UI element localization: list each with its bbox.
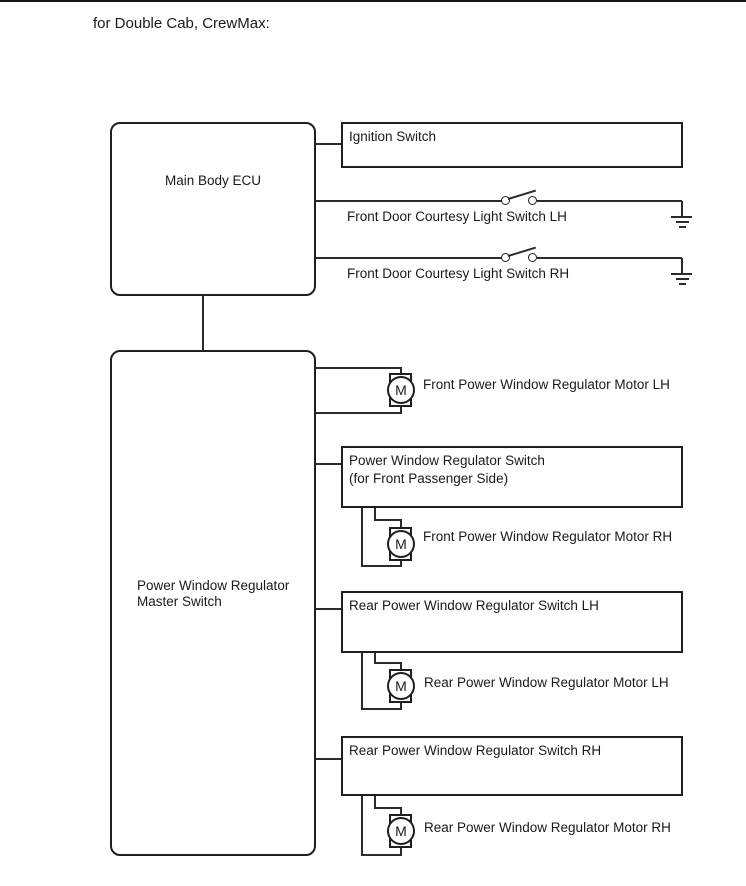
master-switch-label: Power Window Regulator Master Switch — [137, 578, 289, 610]
main-body-ecu-box: Main Body ECU — [110, 122, 316, 296]
rear-switch-lh-label: Rear Power Window Regulator Switch LH — [349, 598, 599, 613]
wire-rear-motor-lh-bottom-drop — [400, 701, 402, 710]
wire-front-motor-rh-bottom-h — [361, 565, 402, 567]
wire-front-motor-lh-top — [316, 367, 402, 369]
wire-courtesy-rh-left — [316, 257, 502, 259]
front-motor-rh-label: Front Power Window Regulator Motor RH — [423, 529, 673, 544]
rear-motor-rh-icon: M — [387, 817, 415, 845]
ignition-switch-label: Ignition Switch — [349, 129, 437, 144]
courtesy-lh-contact-icon — [528, 196, 537, 205]
rear-switch-rh-label: Rear Power Window Regulator Switch RH — [349, 743, 602, 758]
wire-front-motor-rh-left-stub — [361, 508, 363, 567]
wire-rear-motor-rh-right-stub — [374, 796, 376, 809]
wire-rear-motor-rh-top-h — [374, 807, 402, 809]
wire-courtesy-rh-right — [537, 257, 682, 259]
page-top-border — [0, 0, 746, 2]
ground-lh-icon — [679, 226, 686, 228]
wire-rear-motor-rh-bottom-h — [361, 854, 402, 856]
wire-rear-motor-lh-top-h — [374, 662, 402, 664]
wire-courtesy-lh-left — [316, 200, 502, 202]
ground-lh-stem — [681, 201, 683, 217]
rear-switch-rh-box: Rear Power Window Regulator Switch RH — [341, 736, 683, 796]
wire-front-motor-lh-bottom-drop — [400, 406, 402, 414]
front-motor-rh-icon: M — [387, 530, 415, 558]
wire-rear-motor-rh-left-stub — [361, 796, 363, 856]
wire-front-motor-lh-bottom — [316, 412, 402, 414]
courtesy-rh-label: Front Door Courtesy Light Switch RH — [347, 266, 570, 281]
ignition-switch-box: Ignition Switch — [341, 122, 683, 168]
motor-m-glyph: M — [395, 823, 407, 839]
rear-switch-lh-box: Rear Power Window Regulator Switch LH — [341, 591, 683, 653]
wire-courtesy-lh-right — [537, 200, 682, 202]
courtesy-rh-contact-icon — [501, 253, 510, 262]
rear-motor-rh-label: Rear Power Window Regulator Motor RH — [424, 820, 671, 835]
wire-front-motor-lh-top-drop — [400, 367, 402, 375]
wire-rear-motor-lh-top-drop — [400, 662, 402, 671]
ground-lh-icon — [671, 216, 692, 218]
master-switch-label-line1: Power Window Regulator — [137, 578, 290, 593]
wire-ecu-to-ignition — [316, 143, 341, 145]
motor-m-glyph: M — [395, 382, 407, 398]
wire-front-motor-rh-top-drop — [400, 519, 402, 529]
ground-rh-icon — [671, 273, 692, 275]
wire-front-motor-rh-top-h — [374, 519, 402, 521]
motor-m-glyph: M — [395, 678, 407, 694]
ground-rh-icon — [679, 283, 686, 285]
courtesy-rh-contact-icon — [528, 253, 537, 262]
ground-rh-stem — [681, 258, 683, 274]
front-motor-lh-label: Front Power Window Regulator Motor LH — [423, 377, 670, 392]
main-body-ecu-label: Main Body ECU — [164, 173, 262, 188]
rear-motor-lh-icon: M — [387, 672, 415, 700]
front-passenger-switch-box: Power Window Regulator Switch (for Front… — [341, 446, 683, 508]
ground-lh-icon — [676, 221, 689, 223]
wire-master-to-front-switch — [316, 463, 341, 465]
motor-m-glyph: M — [395, 536, 407, 552]
wire-front-motor-rh-right-stub — [374, 508, 376, 521]
front-motor-lh-icon: M — [387, 376, 415, 404]
rear-motor-lh-label: Rear Power Window Regulator Motor LH — [424, 675, 669, 690]
wire-rear-motor-lh-left-stub — [361, 653, 363, 710]
wire-ecu-to-master — [202, 295, 204, 351]
wire-rear-motor-rh-bottom-drop — [400, 846, 402, 856]
page-title: for Double Cab, CrewMax: — [93, 15, 270, 32]
wire-master-to-rear-switch-rh — [316, 758, 341, 760]
front-passenger-switch-label-line2: (for Front Passenger Side) — [349, 471, 509, 486]
wire-rear-motor-rh-top-drop — [400, 807, 402, 816]
courtesy-lh-contact-icon — [501, 196, 510, 205]
master-switch-box: Power Window Regulator Master Switch — [110, 350, 316, 856]
courtesy-lh-label: Front Door Courtesy Light Switch LH — [347, 209, 567, 224]
front-passenger-switch-label-line1: Power Window Regulator Switch — [349, 453, 545, 468]
wire-rear-motor-lh-bottom-h — [361, 708, 402, 710]
wire-master-to-rear-switch-lh — [316, 608, 341, 610]
wire-front-motor-rh-bottom-drop — [400, 558, 402, 567]
master-switch-label-line2: Master Switch — [137, 594, 222, 609]
ground-rh-icon — [676, 278, 689, 280]
wire-rear-motor-lh-right-stub — [374, 653, 376, 664]
